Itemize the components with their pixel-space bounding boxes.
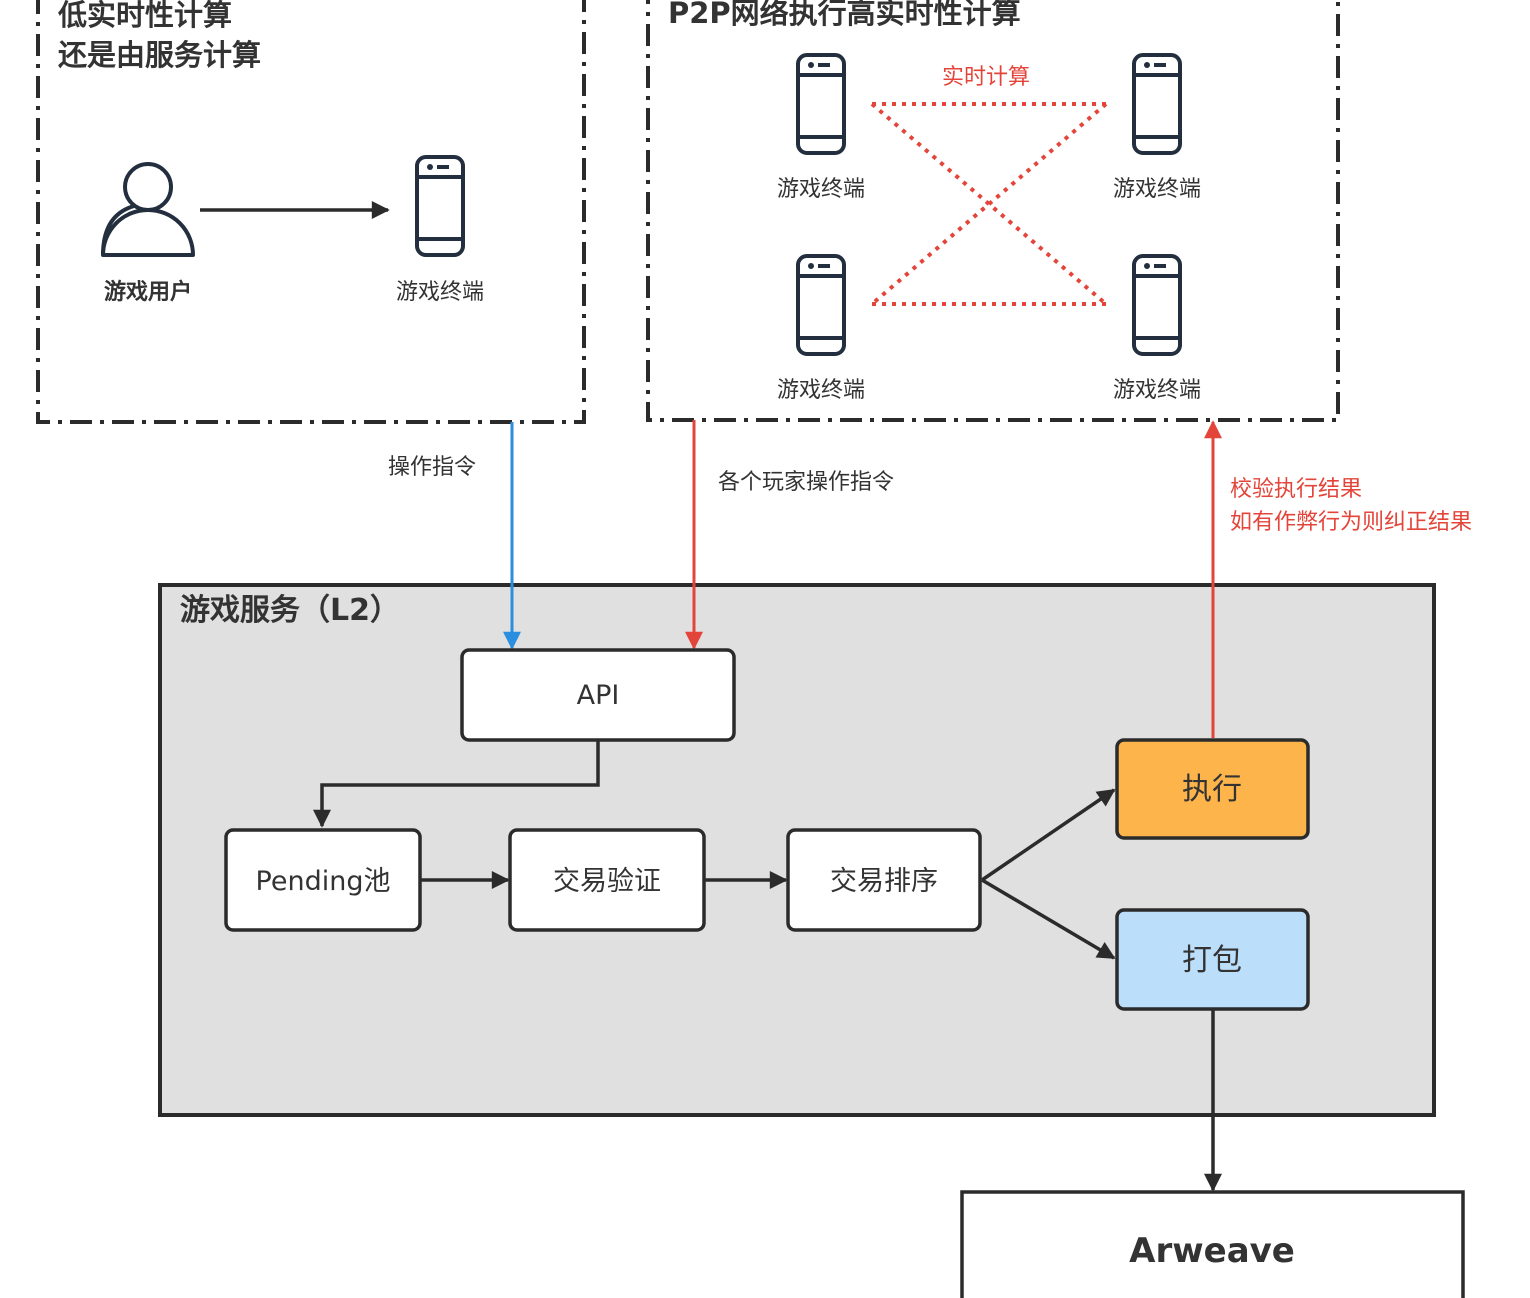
tx-verify-label: 交易验证 [553, 866, 661, 897]
p2p-group: P2P网络执行高实时性计算 实时计算 游戏终端 游戏终端 游戏终端 游戏终端 [646, 0, 1340, 422]
realtime-link-diag2 [870, 102, 1108, 306]
verify-result-label-line2: 如有作弊行为则纠正结果 [1230, 510, 1472, 535]
pending-pool-label: Pending池 [256, 866, 391, 897]
user-icon [101, 162, 195, 257]
realtime-label: 实时计算 [942, 65, 1030, 90]
phone-icon [1132, 53, 1182, 155]
tx-verify-node[interactable]: 交易验证 [508, 828, 706, 932]
p2p-terminal-label: 游戏终端 [1113, 378, 1201, 403]
pack-label: 打包 [1182, 943, 1242, 978]
pending-pool-node[interactable]: Pending池 [224, 828, 422, 932]
tx-sort-label: 交易排序 [830, 866, 938, 897]
players-commands-label: 各个玩家操作指令 [718, 470, 894, 495]
terminal-label: 游戏终端 [396, 280, 484, 305]
api-node[interactable]: API [460, 648, 736, 742]
low-realtime-title-line2: 还是由服务计算 [58, 38, 261, 72]
phone-icon [415, 155, 465, 257]
phone-icon [1132, 254, 1182, 356]
user-label: 游戏用户 [104, 279, 192, 305]
realtime-links [870, 102, 1108, 306]
p2p-terminal-label: 游戏终端 [777, 378, 865, 403]
low-realtime-group: 低实时性计算 还是由服务计算 游戏用户 游戏终端 [36, 0, 586, 424]
p2p-group-border [646, 0, 1340, 422]
sort-to-pack-arrow [981, 878, 1116, 960]
verify-result-label-line1: 校验执行结果 [1230, 477, 1362, 502]
sort-to-execute-arrow [981, 788, 1116, 882]
api-to-pending-arrow [313, 740, 600, 828]
p2p-title: P2P网络执行高实时性计算 [668, 0, 1021, 30]
api-node-label: API [577, 680, 620, 711]
low-realtime-group-border [36, 0, 586, 424]
phone-icon [796, 254, 846, 356]
p2p-terminal-label: 游戏终端 [1113, 177, 1201, 202]
tx-sort-node[interactable]: 交易排序 [786, 828, 982, 932]
pack-node[interactable]: 打包 [1115, 908, 1310, 1011]
execute-node[interactable]: 执行 [1115, 738, 1310, 840]
operation-command-label: 操作指令 [388, 455, 476, 480]
execute-label: 执行 [1182, 772, 1242, 807]
arweave-node[interactable]: Arweave [960, 1190, 1465, 1298]
game-service-title: 游戏服务（L2） [180, 593, 400, 628]
p2p-terminal-label: 游戏终端 [777, 177, 865, 202]
arweave-label: Arweave [1129, 1231, 1295, 1271]
phone-icon [796, 53, 846, 155]
low-realtime-title-line1: 低实时性计算 [57, 0, 232, 32]
